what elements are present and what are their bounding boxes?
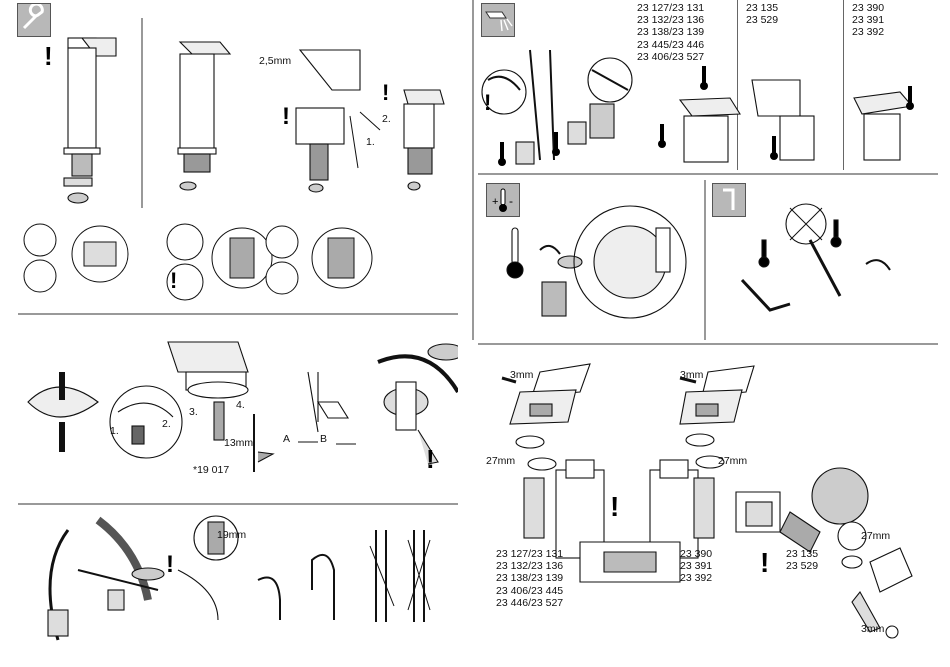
separator-right-1	[478, 173, 938, 175]
codes-bottom-left: 23 127/23 131 23 132/23 136 23 138/23 13…	[496, 548, 563, 609]
codes-bottom-mid: 23 390 23 391 23 392	[680, 548, 712, 585]
codes-col1: 23 127/23 131 23 132/23 136 23 138/23 13…	[637, 2, 704, 63]
separator-center	[472, 0, 474, 340]
separator-left-2	[18, 503, 458, 505]
label-step-1b: 1.	[110, 425, 119, 437]
label-variant-a: A	[283, 433, 291, 445]
allen-key-icon	[712, 183, 746, 217]
label-size-3mm-left: 3mm	[510, 369, 534, 381]
mixer-1	[63, 37, 117, 204]
code-line: 23 135	[786, 548, 819, 560]
separator-right-col1	[737, 0, 738, 170]
svg-text:!: !	[170, 268, 177, 293]
hose-connection-diagram: !	[47, 515, 431, 641]
label-step-2b: 2.	[162, 418, 171, 430]
code-line: 23 406/23 445	[496, 584, 564, 597]
spray-nozzle-icon	[481, 3, 515, 37]
cartridge-exploded-diagram: ! !	[501, 363, 913, 639]
code-line: 23 445/23 446	[637, 38, 705, 51]
mounting-steps-diagram: !	[27, 341, 458, 474]
code-line: 23 446/23 527	[496, 596, 564, 609]
svg-text:!: !	[484, 90, 491, 115]
label-size-3mm-mid: 3mm	[680, 369, 704, 381]
mixer-2	[177, 41, 232, 191]
code-line: 23 138/23 139	[637, 26, 705, 39]
pop-up-waste-assembly	[298, 343, 458, 465]
codes-col3: 23 390 23 391 23 392	[852, 2, 884, 39]
code-line: 23 529	[786, 560, 819, 573]
svg-text:-: -	[509, 194, 513, 208]
svg-text:!: !	[610, 491, 619, 522]
mixer-3	[295, 49, 361, 193]
label-variant-b: B	[320, 433, 328, 445]
separator-left-top	[141, 18, 143, 208]
code-line: 23 138/23 139	[496, 572, 564, 585]
label-part-number: *19 017	[193, 464, 230, 476]
mixer-4	[403, 89, 445, 191]
fixing-detail-row: !	[23, 223, 373, 301]
svg-text:!: !	[426, 444, 435, 474]
code-line: 23 391	[680, 560, 713, 573]
code-line: 23 391	[852, 14, 885, 27]
label-step-4: 4.	[236, 399, 245, 411]
separator-right-col2	[843, 0, 844, 170]
thermometer-marks	[498, 66, 914, 166]
code-line: 23 135	[746, 2, 779, 14]
code-line: 23 132/23 136	[637, 14, 705, 27]
code-line: 23 406/23 527	[637, 50, 705, 63]
install-tall-mixer-diagram: ! ! !	[44, 37, 445, 204]
hose-bend-examples	[257, 530, 431, 622]
svg-text:!: !	[166, 551, 174, 578]
flushing-diagram: !	[481, 49, 914, 166]
codes-col2: 23 135 23 529	[746, 2, 778, 26]
temperature-adjust-icon: +-	[486, 183, 520, 217]
code-line: 23 127/23 131	[496, 548, 564, 560]
wrench-icon	[17, 3, 51, 37]
code-line: 23 392	[680, 572, 713, 585]
label-size-13mm: 13mm	[224, 437, 254, 449]
svg-text:+: +	[492, 196, 498, 208]
code-line: 23 132/23 136	[496, 560, 564, 573]
label-step-1a: 1.	[366, 136, 375, 148]
warning-1: !	[44, 41, 53, 71]
svg-text:!: !	[760, 547, 769, 578]
label-size-27mm-mid: 27mm	[718, 455, 748, 467]
code-line: 23 392	[852, 26, 885, 39]
code-line: 23 390	[680, 548, 713, 560]
label-step-2a: 2.	[382, 113, 391, 125]
separator-right-mid	[704, 180, 706, 340]
label-step-3: 3.	[189, 406, 198, 418]
label-size-27mm-right: 27mm	[861, 530, 891, 542]
codes-bottom-right: 23 135 23 529	[786, 548, 818, 572]
svg-text:!: !	[282, 103, 290, 130]
separator-right-2	[478, 343, 938, 345]
temperature-limiter-diagram	[506, 203, 891, 319]
label-size-3mm-right: 3mm	[861, 623, 885, 635]
code-line: 23 127/23 131	[637, 2, 705, 14]
code-line: 23 529	[746, 14, 779, 27]
label-size-19mm: 19mm	[217, 529, 247, 541]
label-size-27mm-left: 27mm	[486, 455, 516, 467]
code-line: 23 390	[852, 2, 885, 14]
separator-left-1	[18, 313, 458, 315]
label-hex-2-5mm: 2,5mm	[259, 55, 292, 67]
svg-text:!: !	[382, 80, 389, 105]
